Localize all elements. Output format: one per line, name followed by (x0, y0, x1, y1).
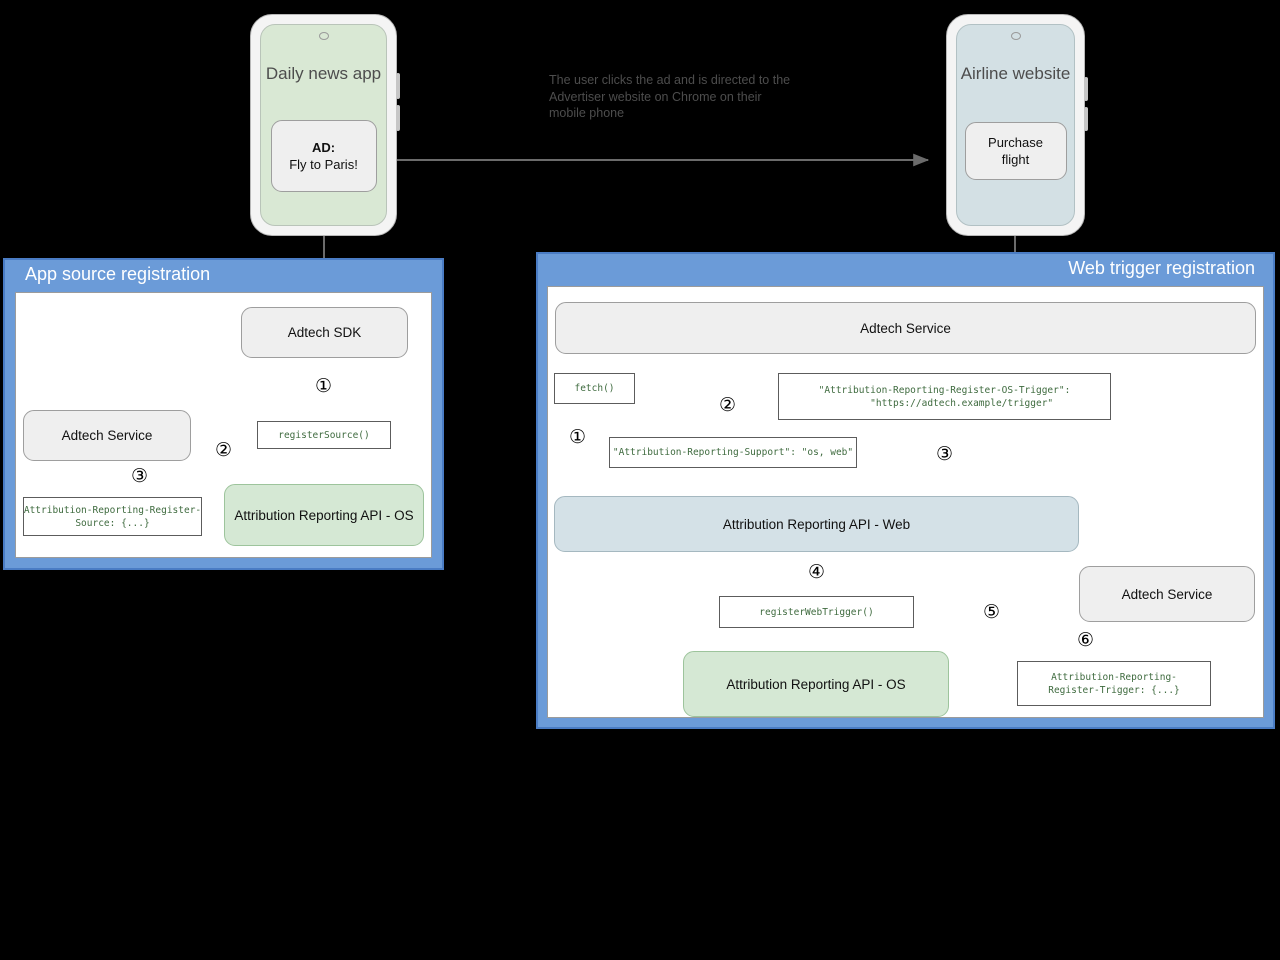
code-header-register-source-text: Attribution-Reporting-Register- Source: … (23, 504, 202, 529)
flow-caption: The user clicks the ad and is directed t… (549, 73, 791, 120)
code-register-source-text: registerSource() (278, 429, 370, 441)
code-register-os-trigger-text: "Attribution-Reporting-Register-OS-Trigg… (818, 384, 1071, 409)
panel-right-title: Web trigger registration (1068, 258, 1255, 278)
phone-left-button-lower (396, 105, 400, 131)
node-adtech-sdk-label: Adtech SDK (287, 325, 362, 340)
code-fetch-text: fetch() (574, 383, 615, 394)
step-5-right: ⑤ (983, 601, 1001, 623)
node-api-os-left[interactable]: Attribution Reporting API - OS (224, 484, 424, 546)
code-register-web-trigger-text: registerWebTrigger() (759, 606, 874, 618)
phone-left-title: Daily news app (265, 64, 382, 83)
phone-left-button-upper (396, 73, 400, 99)
step-2-left: ② (215, 439, 233, 461)
node-api-web-label: Attribution Reporting API - Web (722, 516, 911, 532)
code-register-web-trigger: registerWebTrigger() (719, 596, 914, 628)
step-1-left: ① (315, 375, 333, 397)
purchase-flight-card[interactable]: Purchase flight (964, 122, 1067, 180)
phone-right-button-upper (1084, 77, 1088, 101)
code-register-os-trigger: "Attribution-Reporting-Register-OS-Trigg… (778, 373, 1111, 420)
step-3-left: ③ (131, 465, 149, 487)
node-adtech-sdk[interactable]: Adtech SDK (241, 307, 408, 358)
code-header-register-source: Attribution-Reporting-Register- Source: … (23, 497, 202, 536)
phone-right-button-lower (1084, 107, 1088, 131)
step-6-right: ⑥ (1077, 629, 1095, 651)
step-4-right: ④ (808, 561, 826, 583)
camera-icon (1010, 32, 1021, 40)
code-support-header-text: "Attribution-Reporting-Support": "os, we… (612, 447, 854, 458)
node-api-os-right-label: Attribution Reporting API - OS (726, 676, 906, 692)
code-header-register-trigger-text: Attribution-Reporting- Register-Trigger:… (1048, 671, 1180, 696)
ad-card-label: AD: (311, 140, 336, 155)
node-adtech-service-left[interactable]: Adtech Service (23, 410, 191, 461)
phone-right-screen: Airline website Purchase flight (956, 24, 1075, 226)
node-adtech-service-top-label: Adtech Service (860, 320, 951, 336)
node-adtech-service-bottom[interactable]: Adtech Service (1079, 566, 1255, 622)
camera-icon (318, 32, 329, 40)
step-2-right: ② (719, 394, 737, 416)
phone-left-screen: Daily news app AD: Fly to Paris! (260, 24, 387, 226)
phone-daily-news: Daily news app AD: Fly to Paris! (250, 14, 400, 236)
ad-card-text: Fly to Paris! (289, 157, 358, 172)
code-header-register-trigger: Attribution-Reporting- Register-Trigger:… (1017, 661, 1211, 706)
node-adtech-service-top[interactable]: Adtech Service (555, 302, 1256, 354)
code-support-header: "Attribution-Reporting-Support": "os, we… (609, 437, 857, 468)
step-1-right: ① (569, 426, 587, 448)
code-fetch: fetch() (554, 373, 635, 404)
step-3-right: ③ (936, 443, 954, 465)
node-adtech-service-bottom-label: Adtech Service (1121, 586, 1213, 602)
node-adtech-service-left-label: Adtech Service (61, 428, 153, 443)
purchase-card-line2: flight (1001, 152, 1030, 167)
phone-airline: Airline website Purchase flight (946, 14, 1088, 236)
ad-card[interactable]: AD: Fly to Paris! (270, 120, 377, 192)
node-api-os-left-label: Attribution Reporting API - OS (234, 507, 414, 523)
node-api-os-right[interactable]: Attribution Reporting API - OS (683, 651, 949, 717)
panel-left-title: App source registration (25, 264, 211, 284)
phone-right-title: Airline website (960, 64, 1071, 83)
code-register-source: registerSource() (257, 421, 391, 449)
purchase-card-line1: Purchase (988, 135, 1043, 150)
node-api-web[interactable]: Attribution Reporting API - Web (554, 496, 1079, 552)
